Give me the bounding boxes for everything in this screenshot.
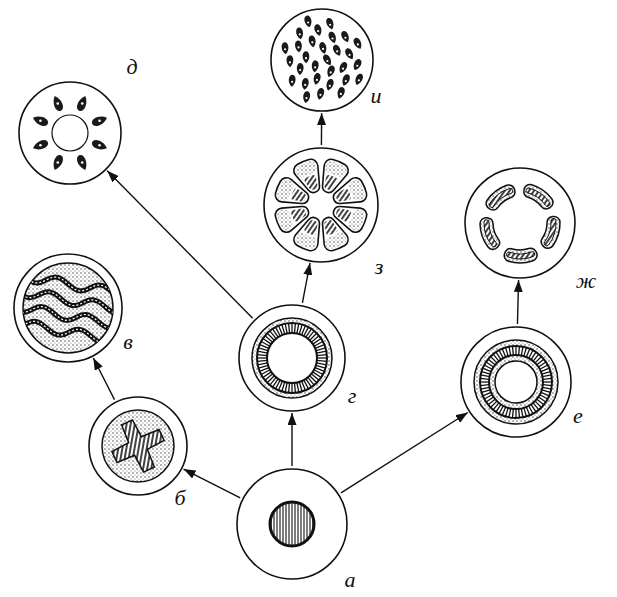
figure-letter: з (373, 255, 386, 279)
figure-letter: ж (574, 269, 598, 293)
figure-letter: б (172, 486, 187, 510)
stele-circle: и (270, 8, 374, 112)
figure-letter: и (369, 84, 384, 108)
figure-letter: г (346, 384, 359, 408)
stele-circle: г (238, 304, 346, 412)
circle-outline (270, 8, 374, 112)
circle-outline (236, 468, 348, 580)
stele-circle: е (460, 326, 572, 438)
figure-letter: е (571, 404, 585, 428)
evolution-arrow (291, 413, 292, 466)
figure-letter: д (124, 55, 139, 79)
evolution-arrow (302, 263, 310, 303)
circle-outline (263, 147, 379, 263)
figure-letter: в (121, 330, 135, 354)
stele-circle: а (236, 468, 348, 580)
evolution-arrow (341, 413, 468, 493)
circle-outline (238, 304, 346, 412)
evolution-arrow (183, 469, 240, 498)
evolution-arrow (107, 171, 252, 318)
circle-outline (464, 167, 576, 279)
stele-circle: ж (464, 167, 576, 279)
stele-circle: з (263, 147, 379, 263)
figure-letter: а (343, 568, 358, 592)
evolution-arrow (93, 358, 114, 400)
stele-circle: в (13, 253, 123, 363)
stele-circle: б (88, 396, 188, 496)
evolution-arrow (321, 113, 323, 145)
circle-outline (88, 396, 188, 496)
circle-outline (460, 326, 572, 438)
circle-outline (13, 253, 123, 363)
circle-outline (18, 81, 122, 185)
stele-circle: д (18, 81, 122, 185)
evolution-arrow (517, 280, 518, 324)
